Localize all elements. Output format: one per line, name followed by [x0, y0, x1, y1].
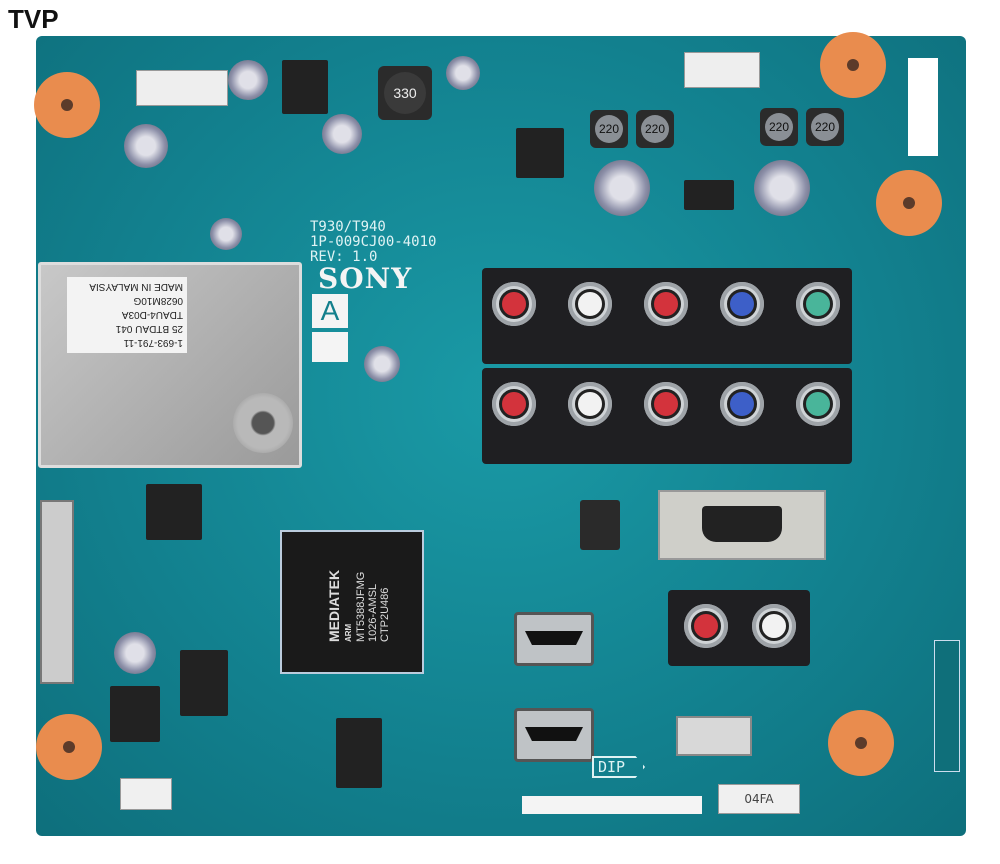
part-number-text: 1P-009CJ00-4010	[310, 234, 437, 250]
ic-chip	[110, 686, 160, 742]
mount-pad	[36, 714, 102, 780]
dip-marking: DIP	[592, 756, 646, 778]
optical-port[interactable]	[146, 484, 202, 540]
capacitor	[364, 346, 400, 382]
tuner-label-line: 25 BTDAU 041	[115, 323, 183, 334]
soc-brand: MEDIATEK	[326, 569, 342, 642]
capacitor	[446, 56, 480, 90]
inductor: 220	[636, 110, 674, 148]
rca-jack-red[interactable]	[691, 611, 721, 641]
capacitor	[322, 114, 362, 154]
soc-line: CTP2U486	[379, 587, 391, 642]
rca-jack-white[interactable]	[575, 289, 605, 319]
tuner-label-line: 0628M10G	[133, 295, 183, 306]
rca-jack-blue[interactable]	[727, 389, 757, 419]
header-connector[interactable]	[120, 778, 172, 810]
tuner-label-line: 1-693-791-11	[123, 337, 183, 348]
barcode-sticker	[522, 796, 702, 814]
tuner-module: 1-693-791-11 25 BTDAU 041 TDAU4-D03A 062…	[38, 262, 302, 468]
image-label: TVP	[8, 4, 59, 34]
mediatek-soc: MEDIATEK ARM MT5388JFMG 1026-AMSL CTP2U4…	[280, 530, 424, 674]
capacitor	[210, 218, 242, 250]
mount-pad	[34, 72, 100, 138]
mount-pad	[820, 32, 886, 98]
mount-pad	[876, 170, 942, 236]
lead-free-mark	[312, 332, 348, 362]
capacitor	[594, 160, 650, 216]
soc-sub: ARM	[344, 623, 353, 642]
tuner-label-line: MADE IN MALAYSIA	[89, 281, 183, 292]
label-sticker	[908, 58, 938, 156]
tuner-label-line: TDAU4-D03A	[121, 309, 183, 320]
pin-header[interactable]	[934, 640, 960, 772]
rca-jack-white[interactable]	[759, 611, 789, 641]
mount-pad	[828, 710, 894, 776]
rca-jack-red[interactable]	[651, 289, 681, 319]
ic-chip	[516, 128, 564, 178]
capacitor	[228, 60, 268, 100]
header-connector[interactable]	[136, 70, 228, 106]
ic-chip	[336, 718, 382, 788]
inductor: 220	[760, 108, 798, 146]
ic-chip	[180, 650, 228, 716]
rca-jack-bank-top	[482, 268, 852, 364]
rca-jack-white[interactable]	[575, 389, 605, 419]
inductor: 220	[590, 110, 628, 148]
capacitor	[124, 124, 168, 168]
soc-line: 1026-AMSL	[367, 583, 379, 642]
tuner-label: 1-693-791-11 25 BTDAU 041 TDAU4-D03A 062…	[67, 277, 187, 353]
connector-label: 04FA	[718, 784, 800, 814]
lvds-connector[interactable]	[40, 500, 74, 684]
rca-jack-green[interactable]	[803, 289, 833, 319]
rca-jack-green[interactable]	[803, 389, 833, 419]
brand-logo: SONY	[318, 262, 413, 295]
model-text: T930/T940	[310, 219, 386, 235]
headphone-jack[interactable]	[580, 500, 620, 550]
rca-jack-bank-bottom	[482, 368, 852, 464]
rca-jack-blue[interactable]	[727, 289, 757, 319]
usb-port[interactable]	[676, 716, 752, 756]
rca-jack-red[interactable]	[651, 389, 681, 419]
rca-jack-red[interactable]	[499, 389, 529, 419]
rca-jack-bank-audio	[668, 590, 810, 666]
rca-jack-red[interactable]	[499, 289, 529, 319]
inductor: 330	[378, 66, 432, 120]
header-connector[interactable]	[684, 52, 760, 88]
soc-line: MT5388JFMG	[355, 571, 367, 642]
vga-connector[interactable]	[658, 490, 826, 560]
ic-chip	[684, 180, 734, 210]
grade-mark: A	[312, 294, 348, 328]
board-markings: T930/T940 1P-009CJ00-4010 REV: 1.0	[310, 220, 436, 265]
ic-chip	[282, 60, 328, 114]
revision-text: REV: 1.0	[310, 249, 378, 265]
hdmi-port[interactable]	[514, 612, 594, 666]
capacitor	[114, 632, 156, 674]
capacitor	[754, 160, 810, 216]
inductor: 220	[806, 108, 844, 146]
hdmi-port[interactable]	[514, 708, 594, 762]
antenna-connector	[233, 393, 293, 453]
